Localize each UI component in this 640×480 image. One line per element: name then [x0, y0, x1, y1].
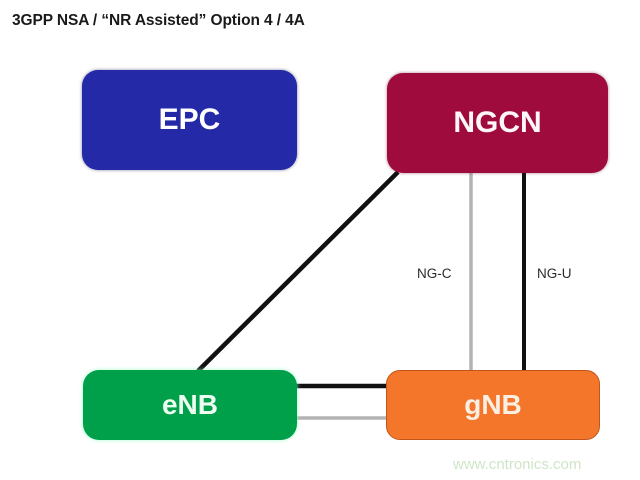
node-ngcn[interactable]: NGCN [387, 73, 608, 173]
link-ngcn-enb [196, 170, 400, 373]
node-ngcn-label: NGCN [453, 106, 542, 139]
node-epc-label: EPC [158, 103, 221, 136]
node-enb[interactable]: eNB [83, 370, 297, 440]
node-gnb[interactable]: gNB [386, 370, 600, 440]
page-title: 3GPP NSA / “NR Assisted” Option 4 / 4A [12, 12, 305, 29]
edge-label-ng-u: NG-U [537, 266, 572, 281]
node-enb-label: eNB [161, 389, 218, 420]
node-gnb-label: gNB [464, 389, 522, 420]
edge-label-ng-c: NG-C [417, 266, 452, 281]
watermark: www.cntronics.com [453, 456, 582, 473]
node-epc[interactable]: EPC [82, 70, 297, 170]
